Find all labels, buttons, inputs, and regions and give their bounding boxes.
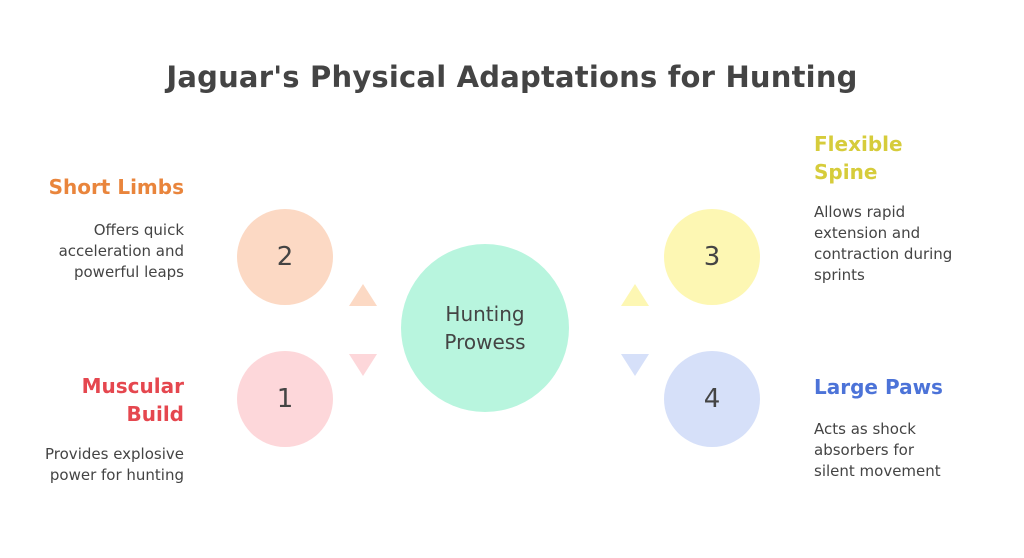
center-node-hunting-prowess: Hunting Prowess <box>401 244 569 412</box>
arrow-down-muscular-build <box>349 354 377 376</box>
heading-line: Flexible <box>814 132 903 156</box>
desc-short-limbs: Offers quick acceleration and powerful l… <box>59 220 184 283</box>
heading-large-paws: Large Paws <box>814 375 943 399</box>
desc-line: Provides explosive <box>45 445 184 463</box>
desc-line: acceleration and <box>58 242 184 260</box>
desc-line: power for hunting <box>49 466 184 484</box>
node-flexible-spine: 3 <box>664 209 760 305</box>
heading-flexible-spine: Flexible Spine <box>814 130 903 186</box>
desc-line: contraction during <box>814 245 953 263</box>
center-label-line-2: Prowess <box>444 330 526 354</box>
desc-line: Offers quick <box>93 221 184 239</box>
node-muscular-build: 1 <box>237 351 333 447</box>
heading-short-limbs: Short Limbs <box>48 175 184 199</box>
desc-line: Allows rapid <box>814 203 906 221</box>
heading-line: Build <box>126 402 184 426</box>
arrow-up-short-limbs <box>349 284 377 306</box>
desc-line: powerful leaps <box>73 263 184 281</box>
arrow-up-flexible-spine <box>621 284 649 306</box>
desc-line: Acts as shock <box>814 420 916 438</box>
heading-line: Muscular <box>81 374 184 398</box>
node-short-limbs: 2 <box>237 209 333 305</box>
center-label-line-1: Hunting <box>445 302 525 326</box>
desc-large-paws: Acts as shock absorbers for silent movem… <box>814 419 941 482</box>
desc-line: silent movement <box>814 462 941 480</box>
desc-line: sprints <box>814 266 865 284</box>
desc-muscular-build: Provides explosive power for hunting <box>45 444 184 486</box>
arrow-down-large-paws <box>621 354 649 376</box>
desc-flexible-spine: Allows rapid extension and contraction d… <box>814 202 952 286</box>
heading-muscular-build: Muscular Build <box>82 372 184 428</box>
diagram-title: Jaguar's Physical Adaptations for Huntin… <box>166 60 858 94</box>
heading-line: Spine <box>814 160 878 184</box>
node-large-paws: 4 <box>664 351 760 447</box>
desc-line: extension and <box>814 224 921 242</box>
desc-line: absorbers for <box>814 441 914 459</box>
